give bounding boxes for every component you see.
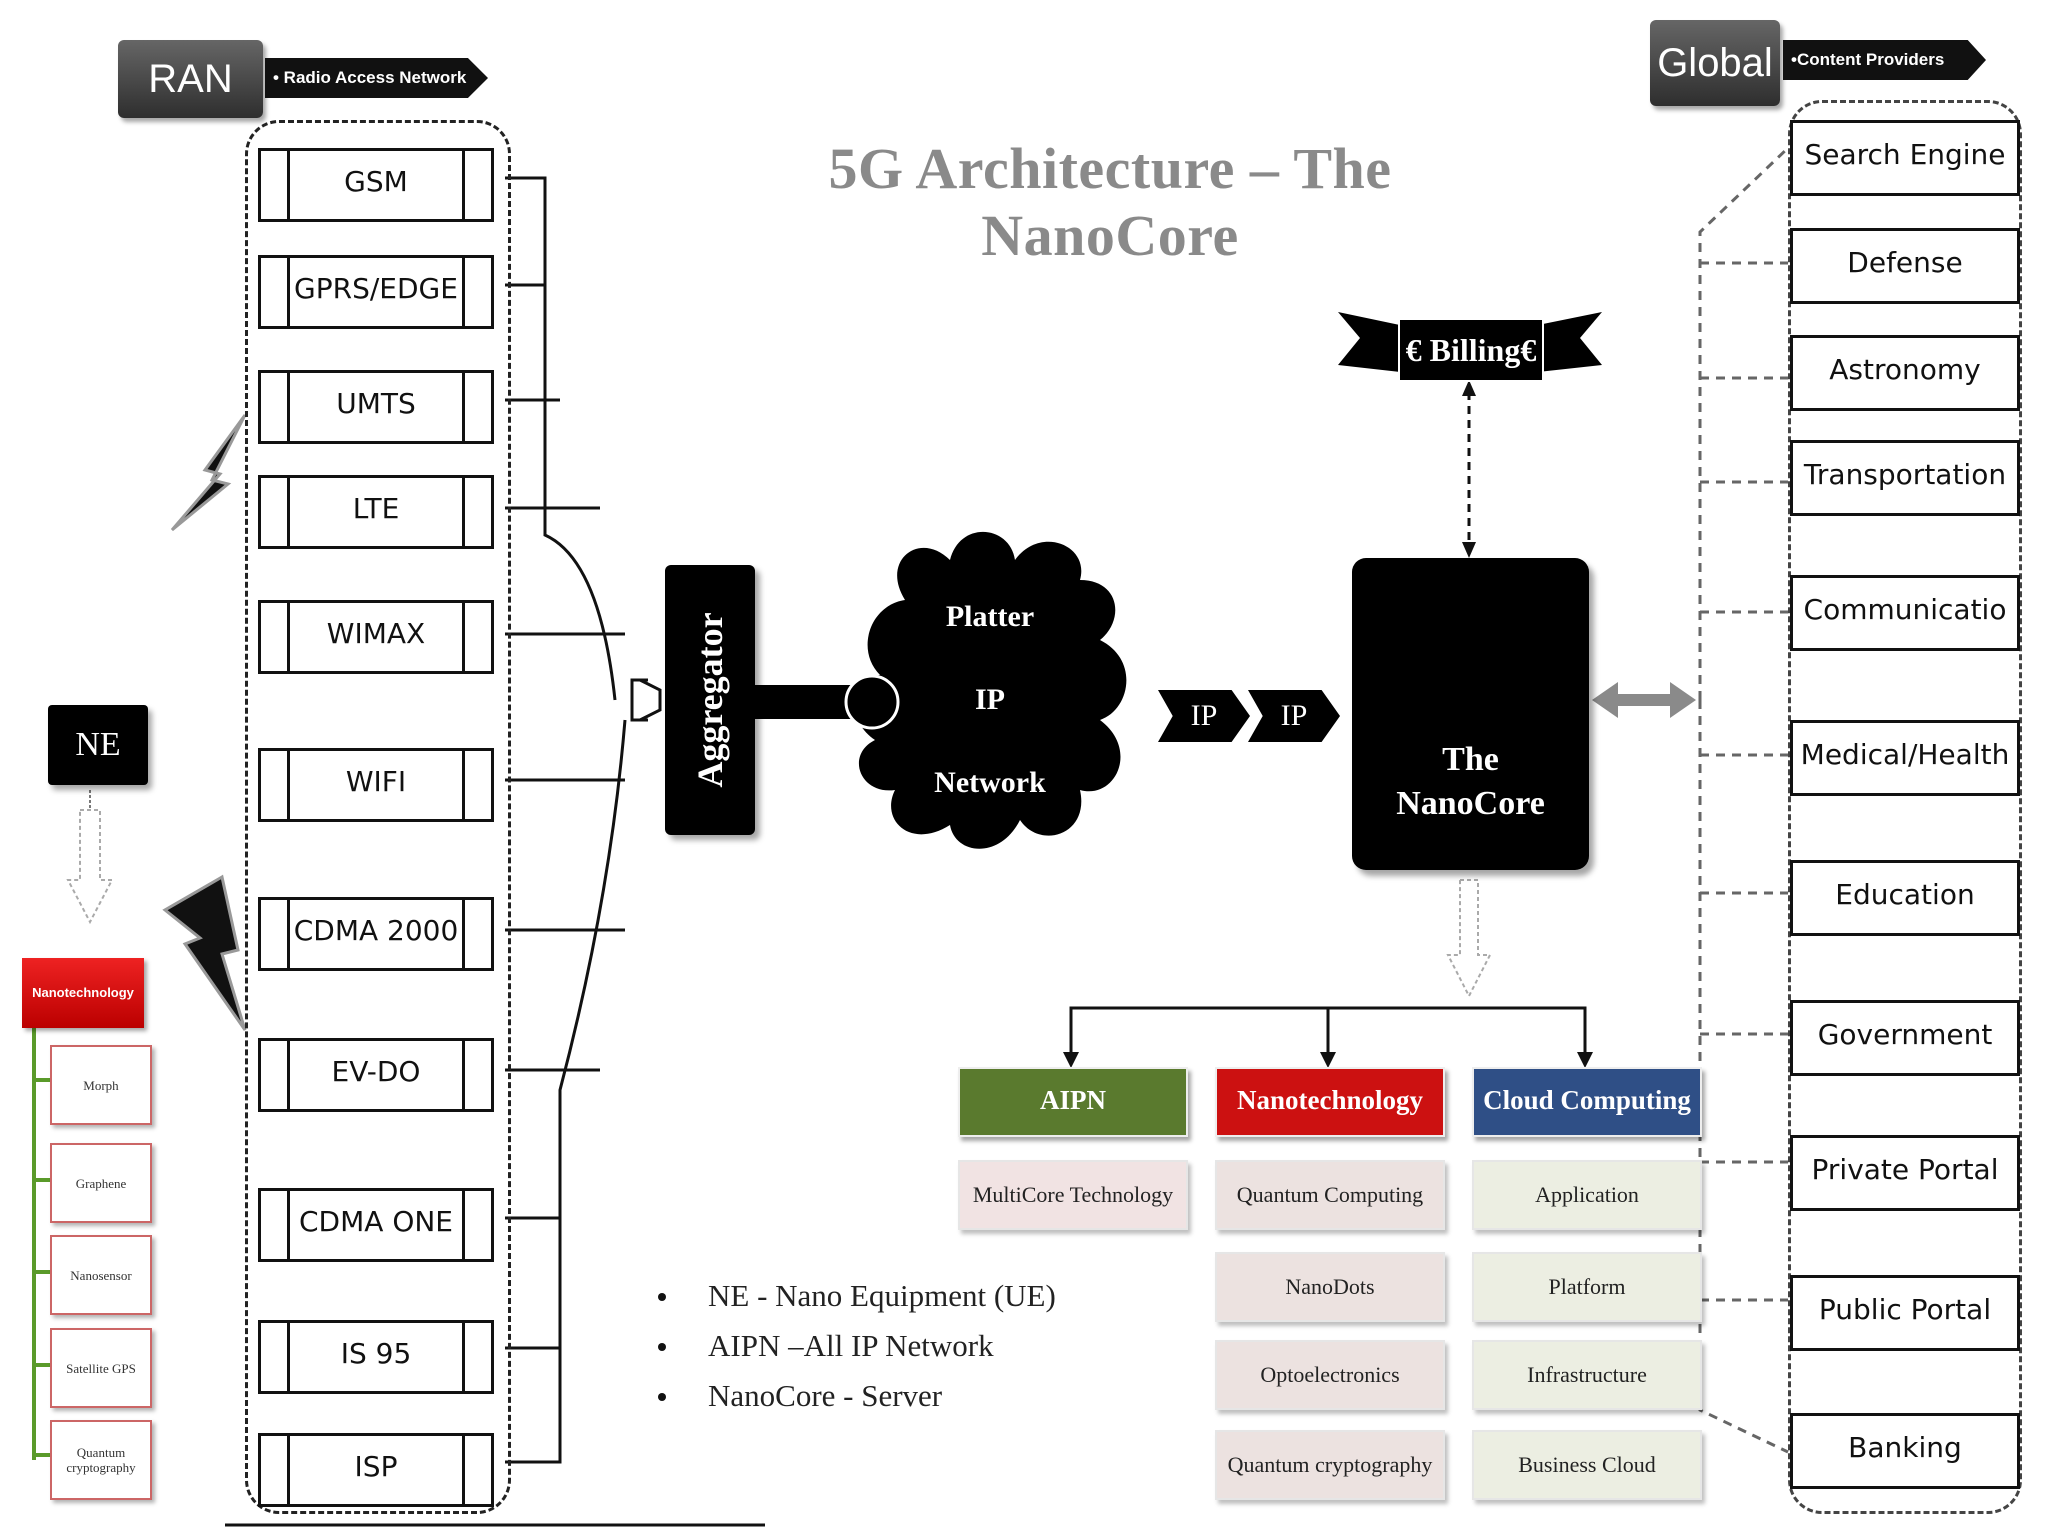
provider-public-portal: Public Portal bbox=[1790, 1275, 2020, 1351]
column-item: Optoelectronics bbox=[1215, 1340, 1445, 1410]
ran-item-umts: UMTS bbox=[258, 370, 494, 444]
ne-sub-item: Satellite GPS bbox=[50, 1328, 152, 1408]
lightning-bolt-lower bbox=[162, 874, 247, 1031]
ran-item-cdma-one: CDMA ONE bbox=[258, 1188, 494, 1262]
ran-item-gprs-edge: GPRS/EDGE bbox=[258, 255, 494, 329]
cloud-port bbox=[844, 674, 900, 730]
provider-transportation: Transportation bbox=[1790, 440, 2020, 516]
legend-bullet bbox=[658, 1293, 666, 1301]
ran-item-cdma-2000: CDMA 2000 bbox=[258, 897, 494, 971]
provider-private-portal: Private Portal bbox=[1790, 1135, 2020, 1211]
billing-ribbon-left bbox=[1338, 312, 1400, 372]
cloud-line-2: IP bbox=[975, 683, 1005, 716]
legend-bullet bbox=[658, 1343, 666, 1351]
ne-sub-item: Nanosensor bbox=[50, 1235, 152, 1315]
column-head-aipn: AIPN bbox=[958, 1067, 1188, 1137]
legend-text: AIPN –All IP Network bbox=[708, 1328, 994, 1363]
ran-item-gsm: GSM bbox=[258, 148, 494, 222]
column-split-lines bbox=[1069, 1006, 1587, 1058]
ran-bracket-lines bbox=[505, 176, 627, 1464]
global-description-arrow: •Content Providers bbox=[1783, 40, 1986, 80]
ne-nanotechnology-head: Nanotechnology bbox=[22, 958, 144, 1028]
ip-arrow-1: IP bbox=[1158, 690, 1250, 742]
column-item: Business Cloud bbox=[1472, 1430, 1702, 1500]
cloud-line-1: Platter bbox=[945, 600, 1035, 633]
lightning-bolt-upper bbox=[170, 414, 247, 532]
column-head-nanotechnology: Nanotechnology bbox=[1215, 1067, 1445, 1137]
provider-defense: Defense bbox=[1790, 228, 2020, 304]
provider-search-engine: Search Engine bbox=[1790, 120, 2020, 196]
aggregator-input-clip bbox=[630, 678, 662, 722]
ne-box: NE bbox=[48, 705, 148, 785]
diagram-title: 5G Architecture – The NanoCore bbox=[828, 136, 1392, 268]
column-item: MultiCore Technology bbox=[958, 1160, 1188, 1230]
ran-container bbox=[245, 120, 511, 1514]
nanocore-server: The NanoCore bbox=[1352, 558, 1589, 870]
ran-item-wifi: WIFI bbox=[258, 748, 494, 822]
aggregator-label: Aggregator bbox=[690, 612, 730, 788]
platter-ip-cloud bbox=[854, 531, 1127, 849]
ran-item-ev-do: EV-DO bbox=[258, 1038, 494, 1112]
billing-ribbon-right bbox=[1538, 312, 1602, 372]
ran-tab: RAN bbox=[118, 40, 263, 118]
nano-tree-line bbox=[32, 1028, 50, 1460]
nanocore-title-line2: NanoCore bbox=[1396, 785, 1545, 822]
provider-education: Education bbox=[1790, 860, 2020, 936]
billing-label: € Billing€ bbox=[1398, 318, 1544, 382]
ran-item-is-95: IS 95 bbox=[258, 1320, 494, 1394]
column-item: Application bbox=[1472, 1160, 1702, 1230]
ne-sub-item: Morph bbox=[50, 1045, 152, 1125]
provider-branches bbox=[1698, 146, 1790, 1454]
ran-description-arrow: • Radio Access Network bbox=[265, 58, 488, 98]
nanocore-down-arrow bbox=[1446, 879, 1492, 999]
global-tab: Global bbox=[1650, 20, 1780, 106]
aggregator-block: Aggregator bbox=[665, 565, 755, 835]
ran-item-isp: ISP bbox=[258, 1433, 494, 1507]
ne-sub-item: Graphene bbox=[50, 1143, 152, 1223]
provider-communicatio: Communicatio bbox=[1790, 575, 2020, 651]
ran-item-wimax: WIMAX bbox=[258, 600, 494, 674]
provider-astronomy: Astronomy bbox=[1790, 335, 2020, 411]
provider-government: Government bbox=[1790, 1000, 2020, 1076]
legend-text: NanoCore - Server bbox=[708, 1378, 943, 1413]
ran-item-lte: LTE bbox=[258, 475, 494, 549]
column-item: Platform bbox=[1472, 1252, 1702, 1322]
nanocore-title-line1: The bbox=[1442, 741, 1499, 778]
column-item: NanoDots bbox=[1215, 1252, 1445, 1322]
ne-down-arrow bbox=[66, 809, 114, 925]
ne-sub-item: Quantum cryptography bbox=[50, 1420, 152, 1500]
legend-bullet bbox=[658, 1393, 666, 1401]
column-item: Quantum cryptography bbox=[1215, 1430, 1445, 1500]
provider-banking: Banking bbox=[1790, 1413, 2020, 1489]
cloud-line-3: Network bbox=[934, 766, 1046, 799]
column-item: Infrastructure bbox=[1472, 1340, 1702, 1410]
content-providers-container bbox=[1788, 100, 2022, 1514]
nanocore-providers-arrow bbox=[1592, 682, 1696, 718]
column-head-cloud-computing: Cloud Computing bbox=[1472, 1067, 1702, 1137]
ip-arrow-2: IP bbox=[1248, 690, 1340, 742]
provider-medical-health: Medical/Health bbox=[1790, 720, 2020, 796]
column-item: Quantum Computing bbox=[1215, 1160, 1445, 1230]
legend-text: NE - Nano Equipment (UE) bbox=[708, 1278, 1056, 1313]
